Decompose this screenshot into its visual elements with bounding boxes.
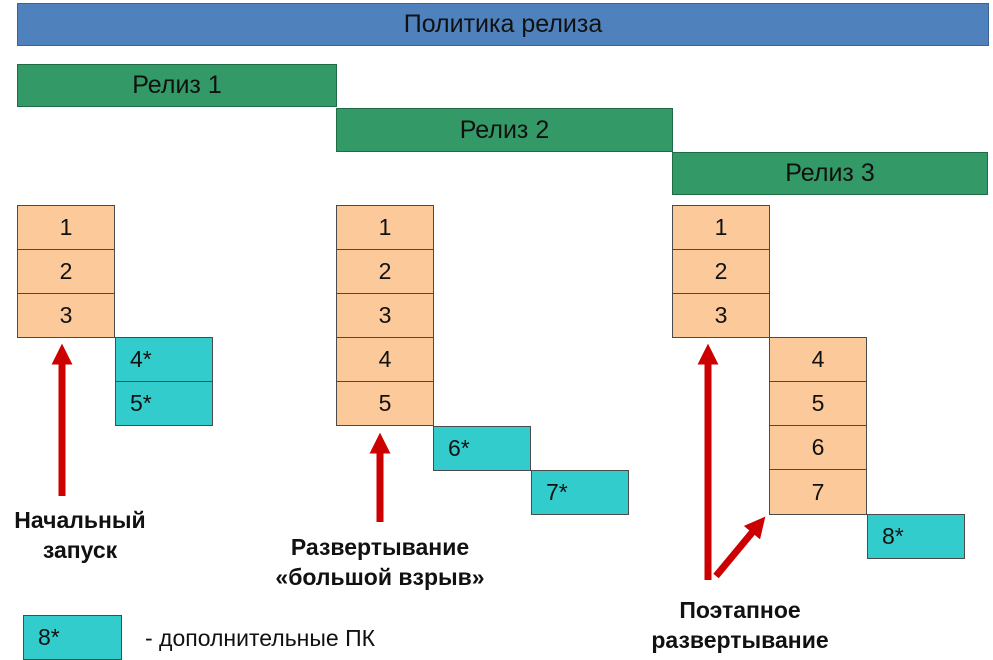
- group-3-cell-3: 3: [672, 293, 770, 338]
- group-2-cell-5: 5: [336, 381, 434, 426]
- caption-phased-rollout: Поэтапное развертывание: [640, 595, 840, 655]
- cell-label: 3: [378, 302, 392, 328]
- release-1-label: Релиз 1: [132, 71, 222, 99]
- cell-label: 1: [378, 214, 392, 240]
- caption-line: Начальный: [14, 507, 146, 533]
- cell-label: 7: [811, 478, 825, 505]
- group-3-extra-1: 8*: [867, 514, 965, 559]
- group-1-extra-1: 4*: [115, 337, 213, 382]
- cell-label: 5: [811, 390, 825, 416]
- cell-label: 4: [811, 346, 825, 372]
- group-2-cell-2: 2: [336, 249, 434, 294]
- cell-label: 3: [59, 302, 73, 328]
- group-2-extra-2: 7*: [531, 470, 629, 515]
- cell-label: 7*: [546, 479, 568, 505]
- cell-label: 2: [714, 258, 728, 284]
- group-1-cell-2: 2: [17, 249, 115, 294]
- release-2-bar: Релиз 2: [336, 108, 673, 152]
- cell-label: 1: [59, 214, 73, 240]
- cell-label: 3: [714, 302, 728, 328]
- cell-label: 8*: [882, 523, 904, 549]
- group-3-cell-6: 6: [769, 425, 867, 470]
- release-2-label: Релиз 2: [459, 115, 550, 144]
- cell-label: 2: [378, 258, 392, 284]
- group-1-extra-2: 5*: [115, 381, 213, 426]
- group-2-cell-4: 4: [336, 337, 434, 382]
- group-1-cell-3: 3: [17, 293, 115, 338]
- cell-label: 5: [378, 390, 392, 416]
- caption-line: «большой взрыв»: [275, 564, 485, 590]
- group-2-cell-1: 1: [336, 205, 434, 250]
- cell-label: 4*: [130, 346, 152, 372]
- caption-line: Поэтапное: [679, 597, 801, 623]
- legend-sample-cell: 8*: [23, 615, 122, 660]
- cell-label: 2: [59, 258, 73, 284]
- release-policy-bar: Политика релиза: [17, 3, 989, 46]
- caption-initial-launch: Начальный запуск: [0, 505, 160, 565]
- cell-label: 6: [811, 434, 825, 460]
- arrow-phased-diagonal: [713, 516, 766, 579]
- caption-big-bang: Развертывание «большой взрыв»: [255, 532, 505, 592]
- group-2-extra-1: 6*: [433, 426, 531, 471]
- cell-label: 4: [378, 346, 392, 372]
- group-2-cell-3: 3: [336, 293, 434, 338]
- legend-sample-label: 8*: [38, 624, 60, 650]
- release-3-label: Релиз 3: [785, 159, 875, 187]
- group-1-cell-1: 1: [17, 205, 115, 250]
- release-3-bar: Релиз 3: [672, 152, 988, 195]
- release-policy-title: Политика релиза: [403, 10, 603, 38]
- caption-line: запуск: [42, 537, 118, 563]
- caption-line: Развертывание: [290, 534, 470, 560]
- group-3-cell-2: 2: [672, 249, 770, 294]
- caption-line: развертывание: [651, 627, 829, 653]
- group-3-cell-7: 7: [769, 469, 867, 515]
- cell-label: 6*: [448, 435, 470, 461]
- cell-label: 1: [714, 214, 728, 240]
- group-3-cell-1: 1: [672, 205, 770, 250]
- release-1-bar: Релиз 1: [17, 64, 337, 107]
- cell-label: 5*: [130, 390, 152, 416]
- legend-text: - дополнительные ПК: [145, 625, 376, 651]
